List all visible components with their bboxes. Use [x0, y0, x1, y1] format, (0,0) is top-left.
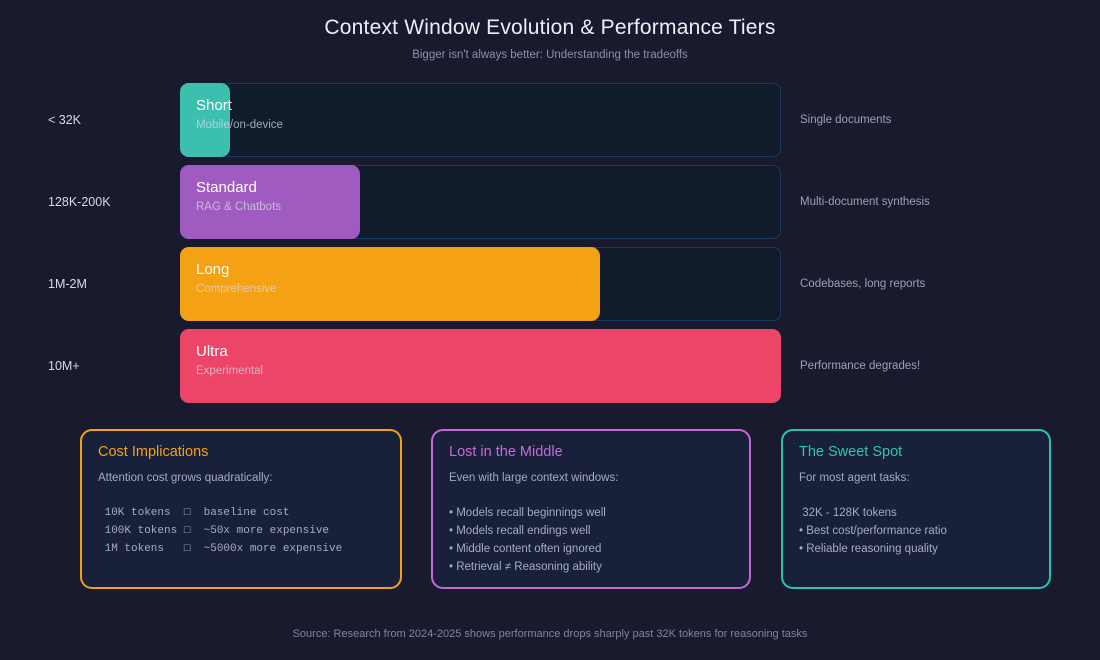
tier-bar[interactable]: ShortMobile/on-device [180, 83, 283, 157]
tier-descriptor: RAG & Chatbots [196, 201, 282, 214]
tier-range-label: 128K-200K [48, 195, 111, 209]
tier-range-label: 10M+ [48, 359, 80, 373]
tier-descriptor: Comprehensive [196, 283, 277, 296]
tier-use-case: Multi-document synthesis [800, 196, 930, 208]
panel-lead-text: For most agent tasks: [799, 472, 910, 485]
tier-use-case: Performance degrades! [800, 360, 921, 372]
panel-title: Cost Implications [98, 444, 209, 460]
tier-descriptor: Experimental [196, 365, 264, 378]
tier-descriptor: Mobile/on-device [196, 119, 283, 131]
panel-title: The Sweet Spot [799, 444, 903, 460]
tier-range-label: 1M-2M [48, 277, 87, 291]
page-title: Context Window Evolution & Performance T… [324, 16, 776, 39]
tier-range-label: < 32K [48, 113, 82, 127]
panel-bullet: • Best cost/performance ratio [799, 525, 947, 538]
panel-bullet: • Retrieval ≠ Reasoning ability [449, 561, 602, 574]
panel-lead-text: Attention cost grows quadratically: [98, 472, 273, 485]
page-subtitle: Bigger isn't always better: Understandin… [412, 49, 688, 61]
tier-use-case: Codebases, long reports [800, 278, 926, 290]
panel-lead-text: Even with large context windows: [449, 472, 619, 485]
panel-title: Lost in the Middle [449, 444, 563, 460]
panel-bullet: • Reliable reasoning quality [799, 543, 938, 556]
panel-bullet: 32K - 128K tokens [799, 507, 897, 520]
panel-bullet: • Middle content often ignored [449, 543, 602, 556]
tier-name: Standard [196, 179, 257, 196]
tier-name: Short [196, 97, 232, 114]
source-footnote: Source: Research from 2024-2025 shows pe… [292, 628, 808, 640]
tier-row: < 32K ShortMobile/on-device Single documen… [0, 83, 1100, 157]
tier-track [180, 83, 781, 157]
panel-bullet: • Models recall endings well [449, 525, 591, 538]
tier-name: Long [196, 261, 230, 278]
panel-bullet: 1M tokens □ ~5000x more expensive [98, 543, 343, 556]
panel-bullet: 100K tokens □ ~50x more expensive [98, 525, 330, 538]
panel-bullet: 10K tokens □ baseline cost [98, 507, 290, 520]
tier-use-case: Single documents [800, 114, 892, 126]
tier-name: Ultra [196, 343, 228, 360]
panel-bullet: • Models recall beginnings well [449, 507, 606, 520]
